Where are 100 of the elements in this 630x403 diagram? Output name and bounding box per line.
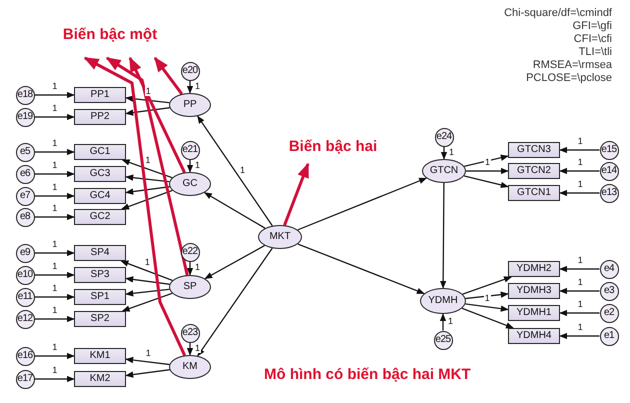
path-arrow [197, 116, 273, 226]
path-arrow [440, 183, 446, 289]
path-arrow [440, 313, 446, 330]
edge-label: 1 [51, 160, 58, 170]
edge-label: 1 [51, 81, 58, 91]
observed-variable-box: SP1 [74, 289, 126, 305]
edge-label: 1 [576, 277, 584, 287]
edge-label: 1 [448, 146, 456, 157]
path-arrow [559, 288, 600, 294]
path-arrow [466, 291, 509, 300]
edge-label: 1 [51, 365, 58, 375]
fit-index-text: Chi-square/df=\cmindf [504, 7, 612, 20]
path-arrow [125, 96, 170, 104]
path-arrow [559, 146, 600, 154]
edge-label: 1 [576, 255, 584, 265]
path-arrow [462, 308, 514, 329]
annotation-arrow [84, 56, 186, 356]
observed-variable-box: YDMH3 [508, 283, 560, 299]
path-arrow [464, 175, 509, 188]
path-arrow [464, 154, 509, 167]
path-arrow [125, 288, 170, 296]
edge-label: 1 [144, 348, 152, 358]
edge-label: 1 [144, 154, 152, 165]
annotation-text: Biến bậc hai [288, 138, 378, 156]
observed-variable-box: GTCN3 [508, 142, 560, 158]
latent-variable-ellipse: MKT [258, 225, 302, 249]
path-arrow [34, 272, 75, 278]
edge-label: 1 [51, 342, 58, 352]
path-arrow [465, 303, 509, 312]
fit-index-text: TLI=\tli [578, 46, 612, 59]
edge-label: 1 [447, 316, 454, 326]
path-arrow [34, 214, 75, 220]
path-arrow [34, 92, 75, 98]
path-arrow [34, 114, 75, 120]
observed-variable-box: PP1 [74, 87, 126, 103]
edge-label: 1 [51, 239, 58, 249]
path-arrow [559, 310, 600, 316]
path-arrow [125, 276, 170, 285]
path-arrow [34, 170, 75, 178]
path-arrow [462, 276, 512, 295]
observed-variable-box: GTCN2 [508, 163, 560, 179]
observed-variable-box: PP2 [74, 109, 126, 125]
observed-variable-box: YDMH1 [508, 305, 560, 321]
observed-variable-box: GTCN1 [508, 185, 560, 201]
edge-label: 1 [238, 164, 246, 175]
latent-variable-ellipse: YDMH [420, 288, 466, 314]
edge-label: 1 [194, 160, 202, 170]
path-arrow [559, 190, 600, 196]
path-arrow [34, 376, 75, 382]
annotation-arrow [128, 56, 186, 174]
caption: Mô hình có biến bậc hai MKT [264, 365, 471, 385]
path-arrow [125, 186, 170, 195]
edge-label: 1 [194, 262, 202, 272]
path-arrow [298, 243, 425, 294]
path-arrow [466, 168, 509, 174]
latent-variable-ellipse: SP [169, 275, 211, 299]
observed-variable-box: SP4 [74, 245, 126, 261]
edge-label: 1 [51, 103, 58, 113]
observed-variable-box: GC2 [74, 209, 126, 225]
path-arrow [204, 245, 265, 280]
annotation-arrow [154, 56, 183, 95]
latent-variable-ellipse: PP [169, 93, 211, 117]
edge-label: 1 [51, 138, 58, 148]
edge-label: 1 [576, 299, 584, 309]
observed-variable-box: GC4 [74, 188, 126, 204]
edge-label: 1 [576, 179, 584, 189]
path-arrow [186, 342, 194, 356]
path-arrow [186, 80, 194, 94]
path-arrow [186, 262, 194, 276]
path-arrow [440, 146, 448, 160]
observed-variable-box: SP3 [74, 267, 126, 283]
fit-index-text: RMSEA=\rmsea [532, 59, 612, 72]
edge-label: 1 [51, 203, 58, 213]
path-arrow [34, 192, 75, 200]
path-arrow [122, 292, 172, 312]
path-arrow [204, 192, 266, 229]
path-arrow [297, 178, 428, 230]
edge-label: 1 [194, 342, 202, 353]
annotation-arrow [283, 162, 310, 226]
latent-variable-ellipse: GC [169, 172, 211, 196]
path-arrow [559, 266, 600, 272]
edge-label: 1 [576, 136, 584, 146]
annotation-arrow [106, 56, 189, 276]
edge-label: 1 [51, 305, 58, 315]
observed-variable-box: YDMH4 [508, 328, 560, 344]
path-arrow [125, 356, 170, 366]
edge-label: 1 [576, 322, 584, 332]
observed-variable-box: YDMH2 [508, 261, 560, 277]
edge-label: 1 [484, 292, 491, 303]
latent-variable-ellipse: KM [169, 355, 211, 379]
path-arrow [34, 316, 75, 322]
path-arrow [34, 148, 75, 156]
path-arrow [34, 294, 75, 300]
edge-label: 1 [51, 182, 58, 192]
observed-variable-box: SP2 [74, 311, 126, 327]
edge-label: 1 [51, 283, 58, 293]
fit-index-text: PCLOSE=\pclose [526, 72, 612, 85]
observed-variable-box: GC3 [74, 166, 126, 182]
observed-variable-box: KM1 [74, 348, 126, 364]
path-arrow [559, 168, 600, 174]
